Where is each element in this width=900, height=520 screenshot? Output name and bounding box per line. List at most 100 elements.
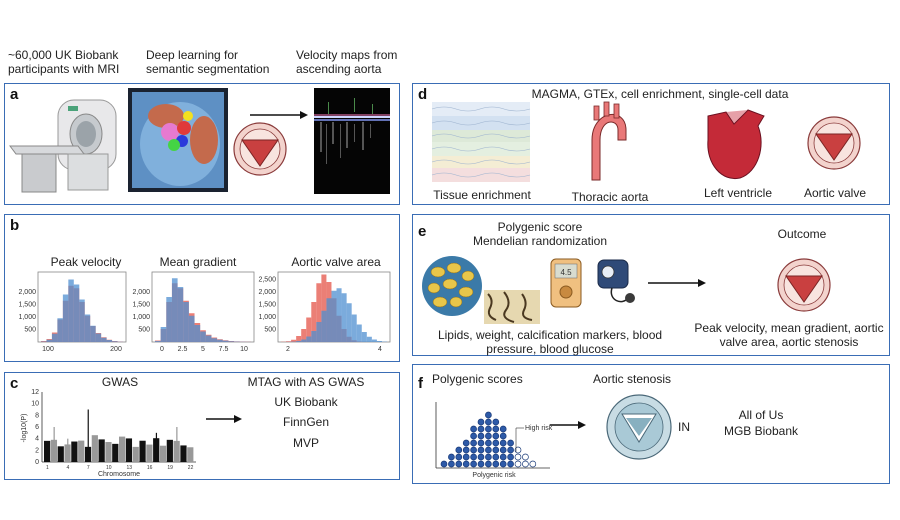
chromosome-tick-label: 10 [106, 465, 112, 471]
risk-dot [470, 432, 477, 440]
histogram-bar [112, 341, 118, 342]
risk-dot [499, 453, 507, 461]
histogram-bar [41, 341, 47, 342]
histogram-bar [331, 290, 337, 342]
histogram-bar [57, 318, 63, 342]
x-tick-label: 100 [42, 346, 54, 353]
histogram-bar [286, 341, 292, 342]
histogram-bar [101, 337, 107, 342]
histogram-bar [326, 298, 332, 342]
hist3-title: Aortic valve area [291, 255, 381, 269]
header-deep-learning: Deep learning for semantic segmentation [146, 48, 270, 76]
panel-d-title: MAGMA, GTEx, cell enrichment, single-cel… [531, 87, 789, 101]
blood-pressure-cuff-icon [597, 259, 635, 303]
histogram-bar [311, 302, 317, 342]
chromosome-signal [119, 436, 126, 462]
risk-dot [499, 439, 507, 447]
risk-dot [477, 439, 485, 447]
cohort-uk-biobank: UK Biobank [274, 395, 338, 409]
histogram-bar [194, 325, 201, 342]
header-velocity-maps: Velocity maps from ascending aorta [296, 48, 398, 76]
y-tick-label: 2,000 [132, 289, 150, 296]
risk-dot [477, 425, 485, 433]
panel-e-title-line1: Polygenic score [497, 220, 583, 234]
association-peak [67, 438, 69, 462]
left-ventricle-icon [707, 109, 765, 180]
risk-dot [470, 425, 477, 433]
risk-dot [477, 446, 485, 454]
histogram-bar [155, 341, 161, 342]
aortic-valve-label: Aortic valve [803, 186, 867, 200]
adipose-tissue-icon [422, 256, 482, 316]
association-peak [53, 427, 55, 462]
panel-c-arrow [206, 415, 242, 423]
chromosome-signal [166, 439, 173, 462]
high-risk-label: High risk [525, 425, 553, 432]
histogram-bar [371, 339, 377, 342]
histogram-bar [217, 339, 223, 342]
histogram-bar [46, 339, 52, 342]
stenotic-valve-icon [606, 394, 672, 460]
chromosome-signal [187, 447, 194, 462]
y-tick-label: 2,000 [258, 289, 276, 296]
aortic-valve-icon-d [807, 116, 861, 170]
calcification-tissue-icon [484, 290, 540, 324]
histogram-bar [106, 340, 113, 342]
histogram-bar [177, 287, 184, 342]
risk-dot [477, 418, 485, 426]
association-peak [155, 432, 158, 462]
histogram-bar [90, 325, 96, 342]
histogram-bar [51, 333, 58, 342]
risk-dot [492, 418, 500, 426]
histogram-bar [79, 299, 85, 342]
histogram-bar [160, 327, 167, 342]
risk-dot [485, 411, 492, 419]
risk-dot [514, 446, 522, 454]
histogram-bar [361, 332, 367, 342]
hist2-title: Mean gradient [159, 255, 237, 269]
y-tick-label: 12 [31, 389, 39, 396]
histogram-bar [68, 279, 74, 342]
glucose-meter-value: 4.5 [560, 268, 572, 277]
cohort-all-of-us: All of Us [738, 408, 784, 422]
thoracic-aorta-label: Thoracic aorta [571, 190, 649, 204]
risk-dot [485, 439, 492, 447]
panel-d-label: d [418, 86, 428, 103]
panel-e-label: e [418, 223, 427, 240]
y-tick-label: 1,500 [132, 302, 150, 309]
risk-dot [507, 460, 514, 468]
chromosome-tick-label: 13 [126, 465, 132, 471]
risk-dot [455, 446, 463, 454]
chromosome-tick-label: 1 [46, 465, 49, 471]
panel-f-arrow [550, 421, 586, 429]
chromosome-signal [57, 446, 64, 462]
cohort-finngen: FinnGen [282, 415, 330, 429]
y-axis-label: -log10(P) [21, 414, 28, 443]
histogram-bar [321, 310, 327, 342]
risk-dot [507, 439, 514, 447]
histogram-bar [211, 338, 218, 342]
histogram-bar [95, 333, 102, 342]
panel-a-arrow [250, 111, 308, 119]
risk-dot [514, 460, 522, 468]
panel-a-label: a [10, 86, 19, 103]
risk-dot [470, 453, 477, 461]
histogram-bar [183, 302, 189, 342]
chromosome-signal [139, 440, 146, 462]
cohort-mgb-biobank: MGB Biobank [723, 424, 799, 438]
chromosome-signal [132, 446, 139, 462]
y-tick-label: 0 [35, 459, 39, 466]
panel-f-title: Polygenic scores [432, 372, 523, 386]
risk-dot [485, 418, 492, 426]
association-peak [101, 444, 103, 462]
histogram-bar [356, 324, 362, 342]
histogram-bar [351, 314, 357, 342]
chromosome-signal [180, 445, 187, 462]
histogram-bar [311, 331, 317, 342]
histogram-bar [336, 288, 342, 342]
y-tick-label: 8 [35, 412, 39, 419]
y-tick-label: 500 [138, 327, 150, 334]
histogram-bar [346, 303, 352, 342]
risk-dot [485, 432, 492, 440]
x-axis-label: Chromosome [98, 471, 140, 478]
